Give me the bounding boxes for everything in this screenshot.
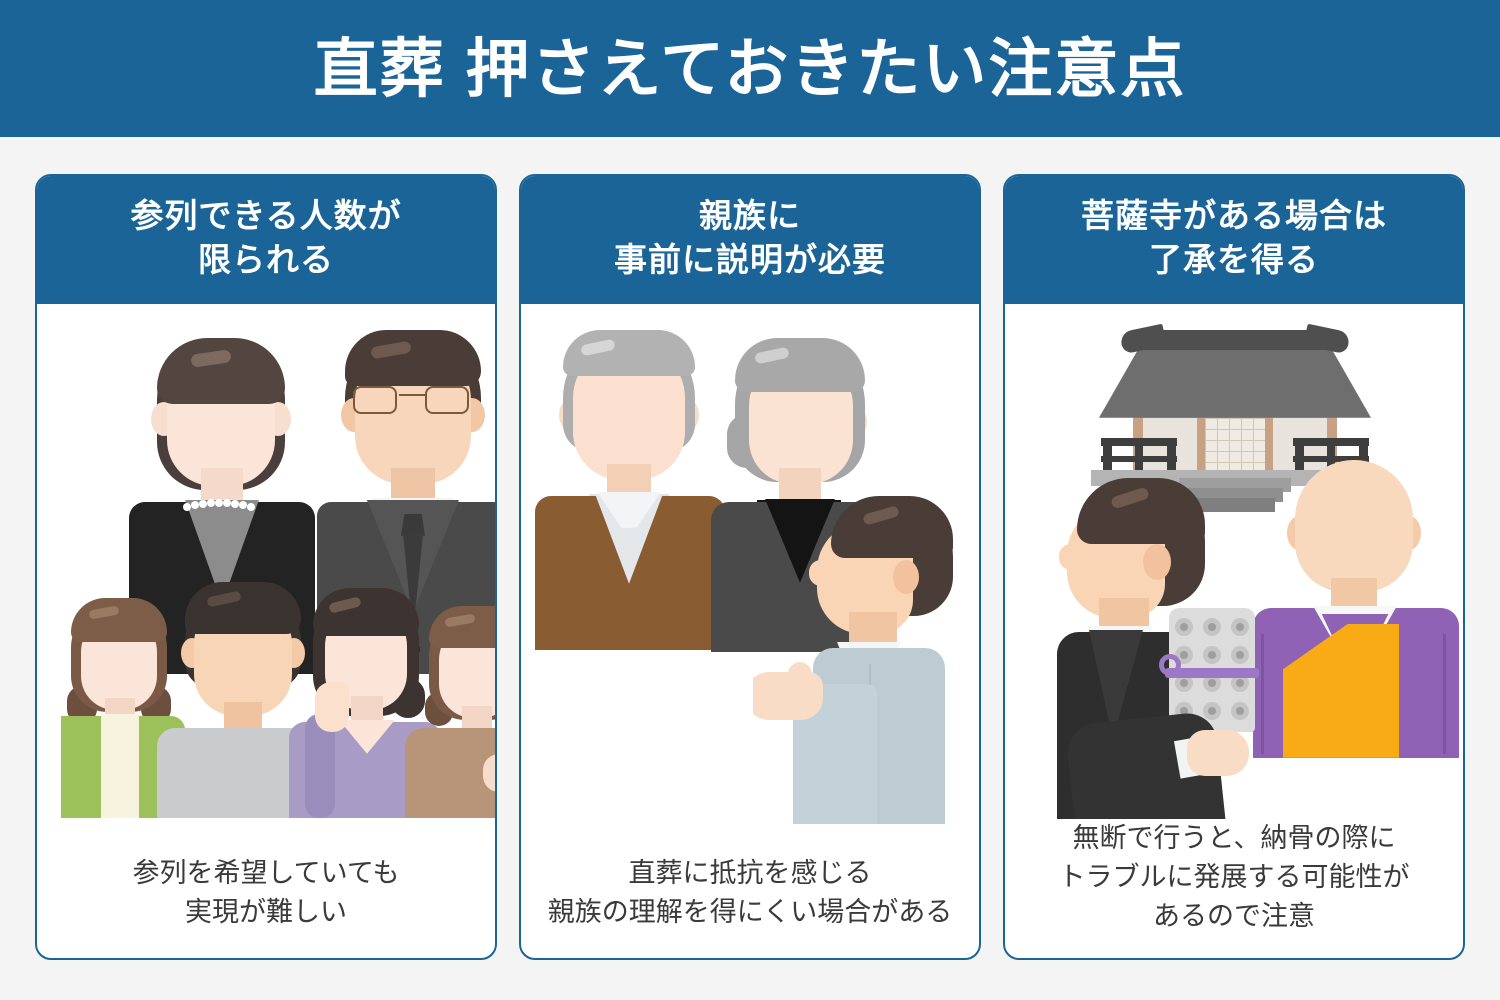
card-header-2-line-1: 親族に: [699, 197, 801, 234]
girl-tan-hair-front: [429, 605, 495, 648]
card-header-2: 親族に 事前に説明が必要: [521, 176, 979, 304]
pearl-necklace: [183, 498, 261, 511]
card-caption-2-line-1: 直葬に抵抗を感じる: [628, 857, 872, 888]
monk-sleeve-fold-right: [1443, 633, 1446, 754]
man-holding-urn-figure: [1031, 472, 1281, 819]
girl-purple-hair-front: [313, 587, 419, 636]
glasses-icon: [353, 385, 473, 416]
buddhist-monk-figure: [1247, 454, 1463, 814]
temple-lattice-door: [1205, 417, 1265, 476]
temple-roof: [1099, 341, 1371, 418]
card-caption-3-line-2: トラブルに発展する可能性が: [1058, 861, 1410, 892]
urn-cord-knot: [1159, 653, 1181, 676]
urn-purple-cord: [1165, 667, 1259, 678]
monk-sleeve-fold-left: [1261, 633, 1264, 754]
girl-tan-top: [405, 727, 495, 818]
card-header-3-line-1: 菩薩寺がある場合は: [1081, 197, 1387, 234]
card-explain-to-relatives: 親族に 事前に説明が必要: [519, 174, 981, 960]
card-header-1: 参列できる人数が 限られる: [37, 176, 495, 304]
card-header-2-line-2: 事前に説明が必要: [614, 240, 886, 278]
explaining-man-nose: [809, 559, 829, 586]
page-banner: 直葬 押さえておきたい注意点: [0, 0, 1500, 137]
card-caption-3: 無断で行うと、納骨の際に トラブルに発展する可能性が あるので注意: [1005, 819, 1463, 958]
girl-green-inner-shirt: [101, 713, 139, 818]
illustration-temple-monk-and-urn: [1005, 303, 1463, 819]
urn-man-hand: [1187, 729, 1249, 776]
card-caption-1-line-1: 参列を希望していても: [132, 857, 400, 888]
casual-family-group-figure: [61, 581, 495, 818]
elderly-couple-figure: [535, 322, 915, 662]
necktie-knot: [401, 513, 425, 536]
explaining-man-figure: [753, 494, 979, 824]
girl-purple-hand-on-chin: [315, 681, 349, 732]
explaining-man-hair-front: [831, 495, 953, 558]
cards-row: 参列できる人数が 限られる: [0, 137, 1500, 1000]
woman-hair-front: [157, 337, 285, 404]
explaining-man-ear: [893, 559, 919, 594]
illustration-elderly-couple-and-man: [521, 303, 979, 854]
card-caption-1-line-2: 実現が難しい: [185, 896, 347, 927]
card-caption-3-line-1: 無断で行うと、納骨の際に: [1072, 822, 1396, 853]
man-hair-front: [345, 329, 481, 386]
card-attendance-limited: 参列できる人数が 限られる: [35, 174, 497, 960]
urn-man-nose: [1059, 543, 1079, 570]
boy-gray-hair-front: [185, 581, 301, 634]
card-caption-2: 直葬に抵抗を感じる 親族の理解を得にくい場合がある: [521, 854, 979, 958]
illustration-mourning-couple-and-group: [37, 303, 495, 854]
temple-railing-left: [1101, 437, 1177, 470]
temple-roof-ridge: [1139, 329, 1331, 350]
temple-railing-right: [1293, 437, 1369, 470]
urn-pattern: [1169, 608, 1255, 732]
card-caption-2-line-2: 親族の理解を得にくい場合がある: [547, 896, 953, 927]
card-header-1-line-2: 限られる: [198, 240, 334, 278]
page-title: 直葬 押さえておきたい注意点: [313, 32, 1187, 105]
card-header-3-line-2: 了承を得る: [1149, 240, 1319, 278]
card-header-1-line-1: 参列できる人数が: [130, 197, 402, 234]
girl-green-hair-front: [71, 597, 167, 642]
monk-shaved-head: [1295, 459, 1413, 592]
girl-tan-neck: [462, 705, 492, 732]
card-header-3: 菩薩寺がある場合は 了承を得る: [1005, 176, 1463, 304]
card-temple-consent: 菩薩寺がある場合は 了承を得る: [1003, 174, 1465, 960]
girl-tan-hand: [483, 753, 495, 792]
card-caption-1: 参列を希望していても 実現が難しい: [37, 854, 495, 958]
temple-step-3: [1195, 497, 1275, 512]
card-caption-3-line-3: あるので注意: [1153, 900, 1315, 931]
urn-man-ear: [1143, 543, 1171, 580]
elderly-woman-hair-front: [735, 337, 865, 392]
